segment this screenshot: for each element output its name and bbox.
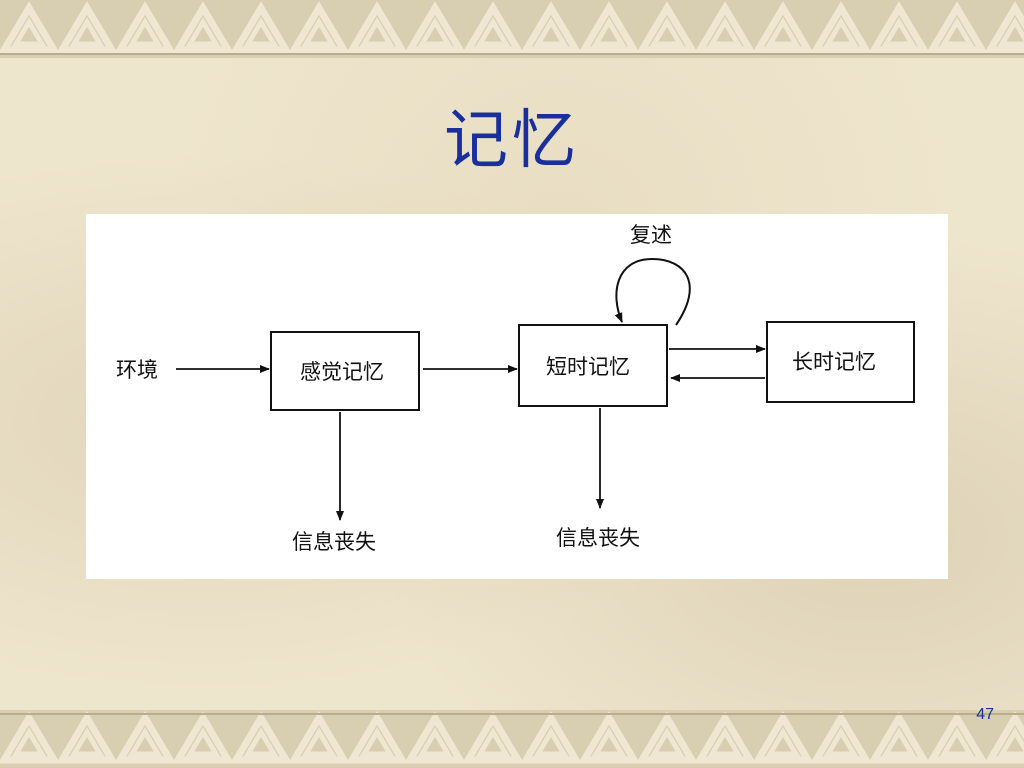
greek-key-pattern-top	[0, 0, 1024, 58]
short-term-memory-label: 短时记忆	[546, 355, 630, 379]
info-loss-label-short-term: 信息丧失	[556, 526, 640, 550]
short-term-memory-box	[518, 324, 668, 407]
sensory-memory-box	[270, 331, 420, 411]
rehearsal-label: 复述	[630, 223, 672, 247]
diagram-shapes	[176, 257, 915, 521]
memory-model-diagram: 环境 感觉记忆 短时记忆 长时记忆 复述 信息丧失 信息丧失	[86, 214, 948, 579]
top-decorative-border	[0, 0, 1024, 58]
sensory-memory-label: 感觉记忆	[300, 360, 384, 384]
long-term-memory-label: 长时记忆	[792, 350, 876, 374]
environment-label: 环境	[116, 358, 158, 382]
slide-title: 记忆	[444, 104, 580, 178]
page-number: 47	[976, 706, 994, 723]
info-loss-label-sensory: 信息丧失	[292, 530, 376, 554]
long-term-memory-box	[766, 321, 915, 403]
bottom-decorative-border	[0, 710, 1024, 768]
rehearsal-loop-arrow	[614, 257, 691, 326]
greek-key-pattern-bottom	[0, 710, 1024, 768]
